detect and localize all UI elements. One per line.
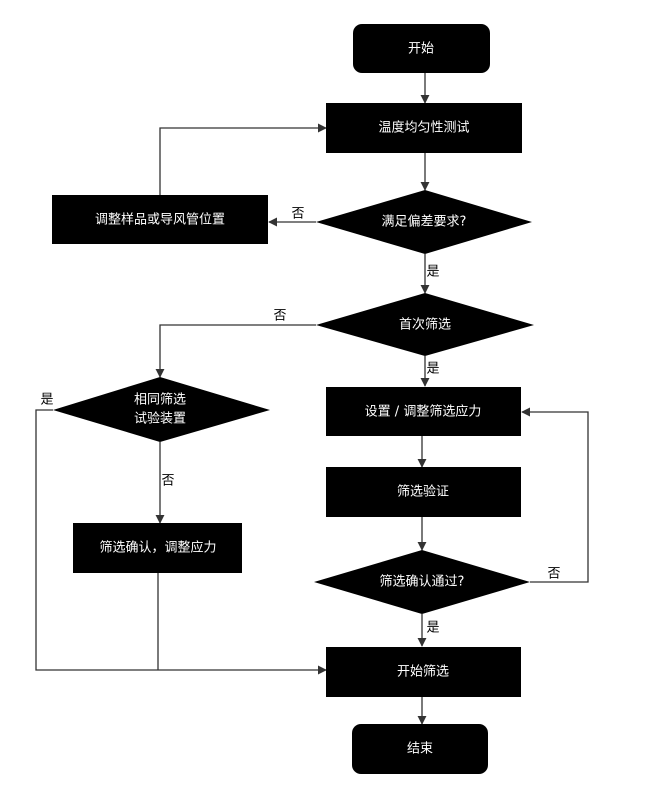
same-screen-node xyxy=(53,377,270,442)
screen-verify-node xyxy=(326,467,521,517)
confirm-adjust-node xyxy=(73,523,242,573)
edge-same-yes-to-begin xyxy=(35,409,327,675)
edge-first-no-to-same xyxy=(155,324,316,378)
end-node xyxy=(352,724,488,774)
edges xyxy=(35,73,589,725)
deviation-no-label: 否 xyxy=(291,207,304,222)
same-yes-label: 是 xyxy=(40,393,53,408)
confirm-adjust-label: 筛选确认，调整应力 xyxy=(99,540,216,556)
uniformity-test-label: 温度均匀性测试 xyxy=(378,120,469,136)
adjust-sample-node xyxy=(52,195,268,244)
first-screen-label: 首次筛选 xyxy=(399,317,451,333)
same-screen-label-line2: 试验装置 xyxy=(134,411,186,427)
begin-screen-label: 开始筛选 xyxy=(397,665,449,680)
deviation-check-node xyxy=(316,190,532,254)
same-screen-label-line1: 相同筛选 xyxy=(134,393,186,408)
first-screen-node xyxy=(316,293,534,356)
same-no-label: 否 xyxy=(161,474,174,489)
nodes: 开始 温度均匀性测试 满足偏差要求? 调整样品或导风管位置 首次筛选 相同筛选 … xyxy=(52,24,534,774)
deviation-check-label: 满足偏差要求? xyxy=(382,215,467,230)
begin-screen-node xyxy=(326,647,521,697)
set-stress-label: 设置 / 调整筛选应力 xyxy=(365,404,482,420)
confirm-pass-label: 筛选确认通过? xyxy=(380,575,465,590)
set-stress-node xyxy=(326,387,521,436)
end-label: 结束 xyxy=(407,742,433,757)
screen-verify-label: 筛选验证 xyxy=(397,484,449,500)
uniformity-test-node xyxy=(326,103,522,153)
edge-adjust-to-test xyxy=(159,123,327,195)
edge-labels: 否 是 否 是 是 否 否 是 xyxy=(40,207,560,636)
start-node xyxy=(353,24,490,73)
first-no-label: 否 xyxy=(273,309,286,324)
first-yes-label: 是 xyxy=(426,362,439,377)
confirm-pass-node xyxy=(314,550,530,614)
confirm-yes-label: 是 xyxy=(426,621,439,636)
deviation-yes-label: 是 xyxy=(426,265,439,280)
start-label: 开始 xyxy=(408,42,434,57)
edge-confirm-no-to-set xyxy=(521,407,589,583)
adjust-sample-label: 调整样品或导风管位置 xyxy=(95,213,225,228)
confirm-no-label: 否 xyxy=(547,567,560,582)
